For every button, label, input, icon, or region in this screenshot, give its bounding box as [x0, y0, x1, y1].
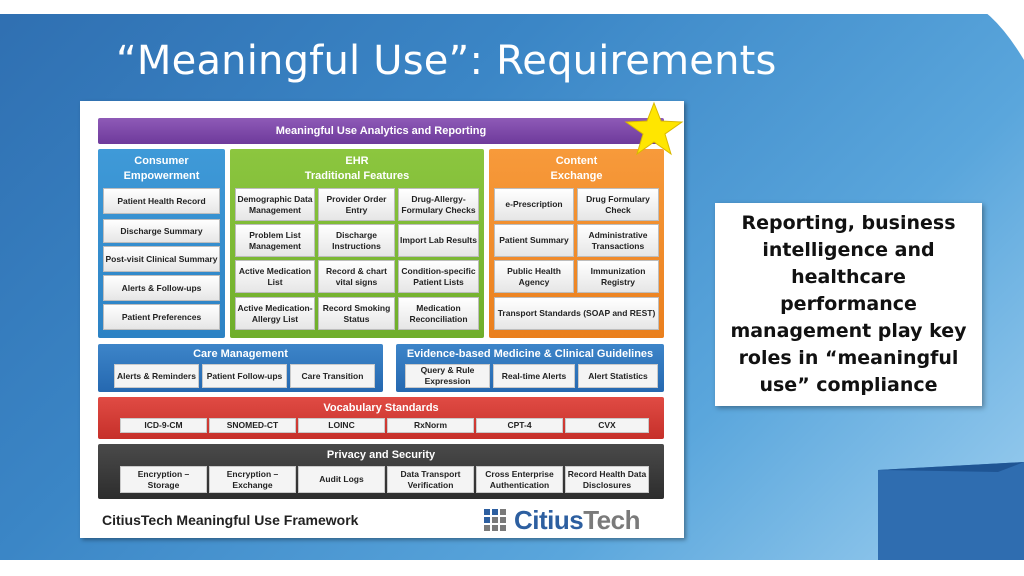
care-item: Alerts & Reminders [114, 364, 199, 388]
ehr-item: Condition-specific Patient Lists [398, 260, 479, 293]
vocabulary-item: CVX [565, 418, 649, 433]
care-item: Patient Follow-ups [202, 364, 287, 388]
care-header: Care Management [193, 348, 288, 360]
callout-text: Reporting, business intelligence and hea… [730, 212, 967, 396]
vocabulary-item: ICD-9-CM [120, 418, 207, 433]
content-item: Immunization Registry [577, 260, 659, 293]
consumer-item: Post-visit Clinical Summary [103, 246, 220, 272]
evidence-item: Real-time Alerts [493, 364, 575, 388]
logo-text-part2: Tech [583, 504, 640, 535]
vocabulary-item: LOINC [298, 418, 385, 433]
privacy-item: Encryption – Exchange [209, 466, 296, 493]
callout-box: Reporting, business intelligence and hea… [715, 203, 982, 406]
care-item: Care Transition [290, 364, 375, 388]
ehr-item: Active Medication-Allergy List [235, 297, 315, 330]
top-right-page-curl [964, 0, 1024, 60]
vocabulary-item: CPT-4 [476, 418, 563, 433]
content-item: Patient Summary [494, 224, 574, 257]
vocabulary-item: RxNorm [387, 418, 474, 433]
bottom-right-page-curl [878, 462, 1024, 560]
evidence-item: Query & Rule Expression [405, 364, 490, 388]
top-edge [0, 0, 1024, 14]
consumer-header-line1: Consumer [134, 155, 189, 167]
framework-diagram: Meaningful Use Analytics and Reporting C… [80, 101, 684, 538]
privacy-header: Privacy and Security [326, 449, 436, 461]
logo-grid-icon [484, 509, 506, 531]
content-header-line2: Exchange [550, 170, 603, 182]
consumer-item: Patient Health Record [103, 188, 220, 214]
logo-text-part1: Citius [514, 504, 584, 535]
content-item-wide: Transport Standards (SOAP and REST) [494, 297, 659, 330]
analytics-bar: Meaningful Use Analytics and Reporting [98, 118, 664, 144]
content-item: e-Prescription [494, 188, 574, 221]
consumer-item: Patient Preferences [103, 304, 220, 330]
content-header-line1: Content [555, 155, 598, 167]
ehr-item: Provider Order Entry [318, 188, 395, 221]
vocabulary-header: Vocabulary Standards [323, 402, 439, 414]
consumer-item: Alerts & Follow-ups [103, 275, 220, 301]
ehr-item: Medication Reconciliation [398, 297, 479, 330]
consumer-item: Discharge Summary [103, 219, 220, 243]
privacy-item: Audit Logs [298, 466, 385, 493]
citiustech-logo: CitiusTech [484, 505, 640, 535]
star-icon [624, 101, 684, 156]
consumer-header-line2: Empowerment [123, 170, 200, 182]
ehr-header-line1: EHR [345, 155, 369, 167]
privacy-item: Data Transport Verification [387, 466, 474, 493]
bottom-edge [0, 560, 1024, 576]
ehr-item: Discharge Instructions [318, 224, 395, 257]
content-item: Administrative Transactions [577, 224, 659, 257]
privacy-item: Record Health Data Disclosures [565, 466, 649, 493]
consumer-empowerment-box: Consumer Empowerment Patient Health Reco… [98, 149, 225, 338]
ehr-item: Drug-Allergy-Formulary Checks [398, 188, 479, 221]
evidence-based-medicine-band: Evidence-based Medicine & Clinical Guide… [396, 344, 664, 392]
ehr-item: Import Lab Results [398, 224, 479, 257]
ehr-item: Record Smoking Status [318, 297, 395, 330]
care-management-band: Care Management Alerts & Reminders Patie… [98, 344, 383, 392]
content-item: Public Health Agency [494, 260, 574, 293]
privacy-item: Cross Enterprise Authentication [476, 466, 563, 493]
framework-caption: CitiusTech Meaningful Use Framework [102, 512, 359, 528]
ehr-header-line2: Traditional Features [304, 170, 410, 182]
ehr-item: Demographic Data Management [235, 188, 315, 221]
vocabulary-standards-band: Vocabulary Standards ICD-9-CM SNOMED-CT … [98, 397, 664, 439]
ehr-item: Record & chart vital signs [318, 260, 395, 293]
analytics-bar-label: Meaningful Use Analytics and Reporting [275, 125, 487, 137]
privacy-security-band: Privacy and Security Encryption – Storag… [98, 444, 664, 499]
evidence-item: Alert Statistics [578, 364, 658, 388]
slide-title: “Meaningful Use”: Requirements [116, 38, 777, 84]
vocabulary-item: SNOMED-CT [209, 418, 296, 433]
ehr-item: Problem List Management [235, 224, 315, 257]
content-exchange-box: Content Exchange e-Prescription Drug For… [489, 149, 664, 338]
evidence-header: Evidence-based Medicine & Clinical Guide… [406, 348, 654, 360]
content-item: Drug Formulary Check [577, 188, 659, 221]
ehr-item: Active Medication List [235, 260, 315, 293]
ehr-features-box: EHR Traditional Features Demographic Dat… [230, 149, 484, 338]
privacy-item: Encryption – Storage [120, 466, 207, 493]
